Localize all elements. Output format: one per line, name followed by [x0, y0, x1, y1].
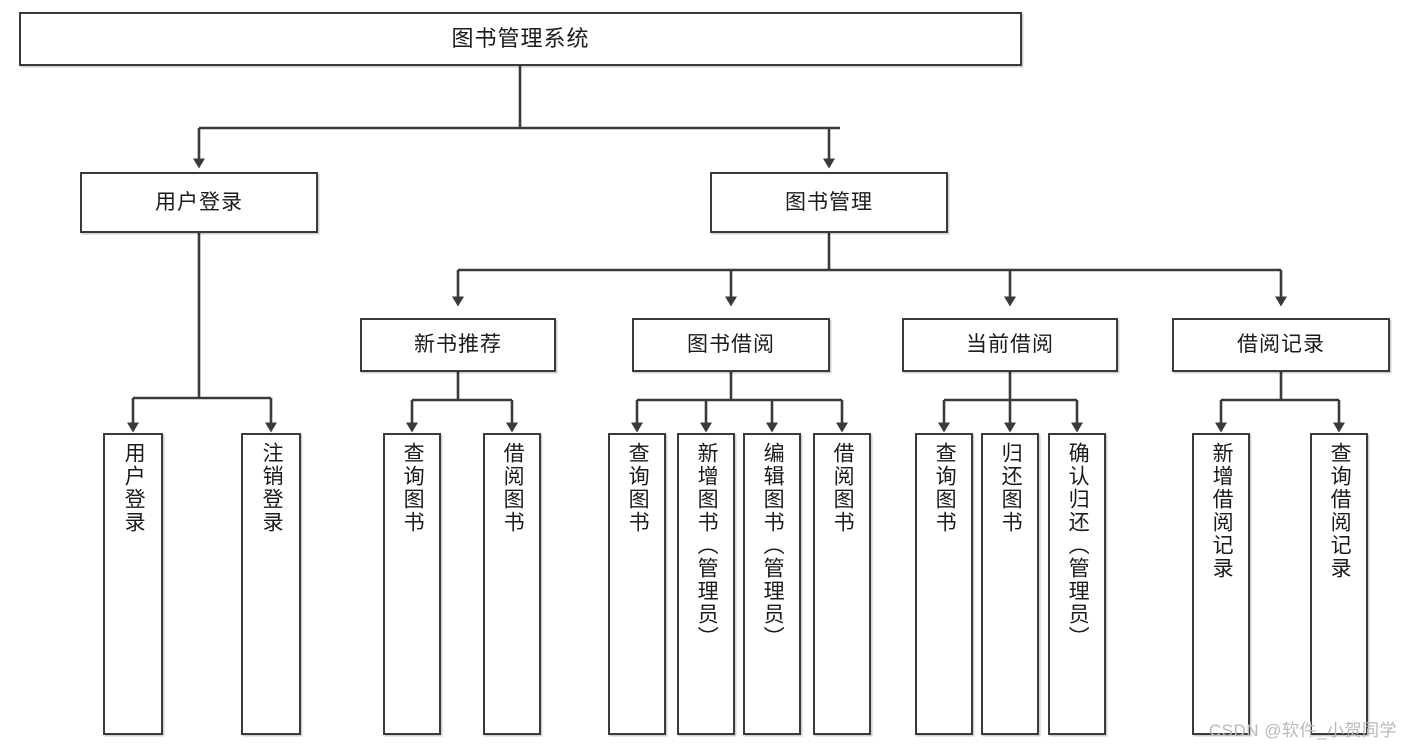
node-leaf-confirm-return-label: 确认归还（管理员）: [1066, 442, 1090, 649]
node-book-management-label: 图书管理: [785, 190, 873, 214]
node-leaf-edit-book-label: 编辑图书（管理员）: [761, 442, 785, 649]
node-leaf-edit-book[interactable]: 编辑图书（管理员）: [743, 433, 801, 735]
node-book-borrow-label: 图书借阅: [687, 333, 775, 357]
node-book-borrow[interactable]: 图书借阅: [632, 318, 830, 372]
node-leaf-user-login[interactable]: 用户登录: [103, 433, 163, 735]
node-leaf-borrow-book-2-label: 借阅图书: [831, 442, 855, 534]
node-leaf-add-record[interactable]: 新增借阅记录: [1192, 433, 1250, 735]
node-root-label: 图书管理系统: [451, 25, 590, 51]
node-user-login-label: 用户登录: [155, 190, 243, 214]
node-leaf-query-book-3[interactable]: 查询图书: [915, 433, 973, 735]
node-leaf-logout-login[interactable]: 注销登录: [241, 433, 301, 735]
node-user-login[interactable]: 用户登录: [80, 172, 318, 233]
node-borrow-record[interactable]: 借阅记录: [1172, 318, 1390, 372]
node-leaf-add-record-label: 新增借阅记录: [1210, 442, 1234, 580]
node-root[interactable]: 图书管理系统: [19, 12, 1022, 66]
node-leaf-return-book-label: 归还图书: [999, 442, 1023, 534]
node-leaf-borrow-book-1[interactable]: 借阅图书: [483, 433, 541, 735]
node-leaf-confirm-return[interactable]: 确认归还（管理员）: [1048, 433, 1106, 735]
node-leaf-borrow-book-2[interactable]: 借阅图书: [813, 433, 871, 735]
node-leaf-query-book-2[interactable]: 查询图书: [608, 433, 666, 735]
node-borrow-record-label: 借阅记录: [1237, 333, 1325, 357]
node-leaf-query-record[interactable]: 查询借阅记录: [1310, 433, 1368, 735]
node-leaf-logout-login-label: 注销登录: [260, 442, 284, 534]
node-leaf-add-book[interactable]: 新增图书（管理员）: [677, 433, 735, 735]
node-leaf-query-book-3-label: 查询图书: [933, 442, 957, 534]
node-new-book-recommend-label: 新书推荐: [414, 333, 502, 357]
node-leaf-user-login-label: 用户登录: [122, 442, 146, 534]
node-leaf-query-book-1[interactable]: 查询图书: [383, 433, 441, 735]
node-leaf-add-book-label: 新增图书（管理员）: [695, 442, 719, 649]
node-new-book-recommend[interactable]: 新书推荐: [360, 318, 556, 372]
node-current-borrow[interactable]: 当前借阅: [902, 318, 1118, 372]
node-leaf-query-book-1-label: 查询图书: [401, 442, 425, 534]
node-leaf-borrow-book-1-label: 借阅图书: [501, 442, 525, 534]
node-leaf-query-book-2-label: 查询图书: [626, 442, 650, 534]
node-current-borrow-label: 当前借阅: [966, 333, 1054, 357]
node-leaf-query-record-label: 查询借阅记录: [1328, 442, 1352, 580]
node-book-management[interactable]: 图书管理: [710, 172, 948, 233]
node-leaf-return-book[interactable]: 归还图书: [981, 433, 1039, 735]
